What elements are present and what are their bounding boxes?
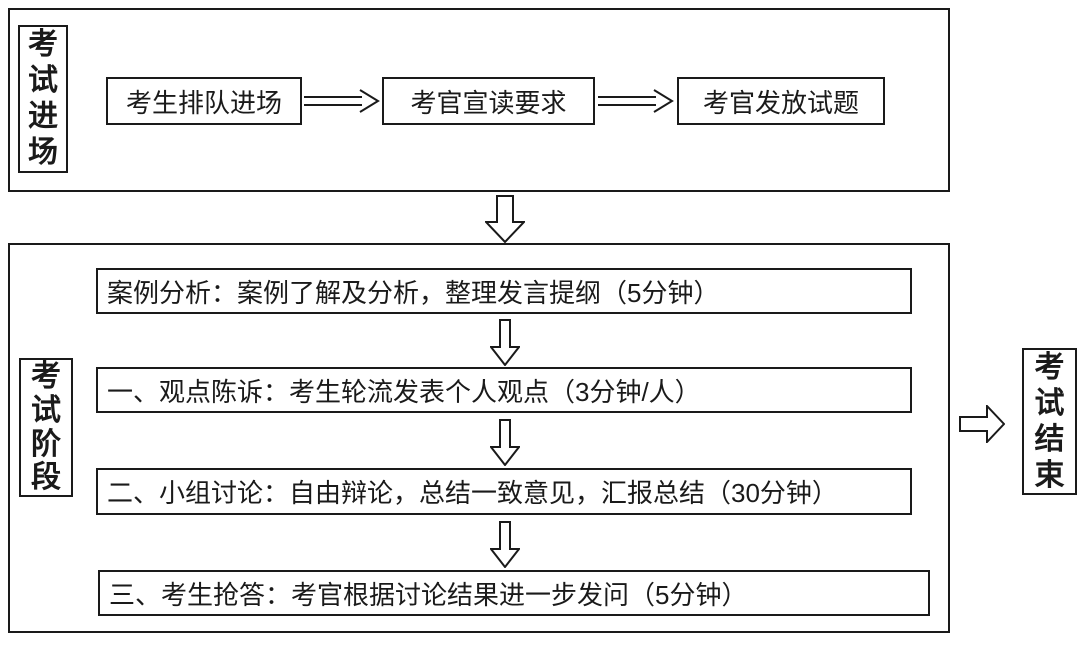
node-examiner-hands-out-papers: 考官发放试题 bbox=[677, 77, 885, 125]
stage-section-label: 考试阶段 bbox=[31, 359, 61, 495]
node-candidates-enter: 考生排队进场 bbox=[106, 77, 302, 125]
node-case-analysis-label: 案例分析：案例了解及分析，整理发言提纲（5分钟） bbox=[107, 277, 720, 308]
node-group-discussion: 二、小组讨论：自由辩论，总结一致意见，汇报总结（30分钟） bbox=[96, 468, 912, 515]
node-quick-response-label: 三、考生抢答：考官根据讨论结果进一步发问（5分钟） bbox=[109, 579, 748, 610]
node-quick-response: 三、考生抢答：考官根据讨论结果进一步发问（5分钟） bbox=[98, 570, 930, 616]
stage-section-label-box: 考试阶段 bbox=[19, 358, 73, 497]
arrow-right-block-icon bbox=[959, 405, 1005, 443]
node-group-discussion-label: 二、小组讨论：自由辩论，总结一致意见，汇报总结（30分钟） bbox=[107, 478, 838, 508]
node-examiner-reads-rules: 考官宣读要求 bbox=[382, 77, 595, 125]
node-viewpoint-statement-label: 一、观点陈诉：考生轮流发表个人观点（3分钟/人） bbox=[107, 376, 701, 407]
node-candidates-enter-label: 考生排队进场 bbox=[125, 87, 282, 118]
node-viewpoint-statement: 一、观点陈诉：考生轮流发表个人观点（3分钟/人） bbox=[96, 367, 912, 413]
end-node-label: 考试结束 bbox=[1034, 350, 1065, 492]
node-examiner-reads-rules-label: 考官宣读要求 bbox=[410, 87, 567, 118]
arrow-right-double-icon bbox=[304, 89, 380, 113]
arrow-down-block-icon bbox=[490, 419, 520, 466]
node-case-analysis: 案例分析：案例了解及分析，整理发言提纲（5分钟） bbox=[96, 268, 912, 314]
arrow-down-block-icon bbox=[490, 521, 520, 568]
entry-section-label-box: 考试进场 bbox=[18, 25, 68, 173]
end-node-box: 考试结束 bbox=[1022, 348, 1077, 495]
arrow-down-block-icon bbox=[490, 319, 520, 366]
entry-section-label: 考试进场 bbox=[28, 28, 58, 169]
node-examiner-hands-out-papers-label: 考官发放试题 bbox=[702, 87, 859, 118]
arrow-down-block-icon bbox=[485, 195, 525, 243]
arrow-right-double-icon bbox=[598, 89, 674, 113]
